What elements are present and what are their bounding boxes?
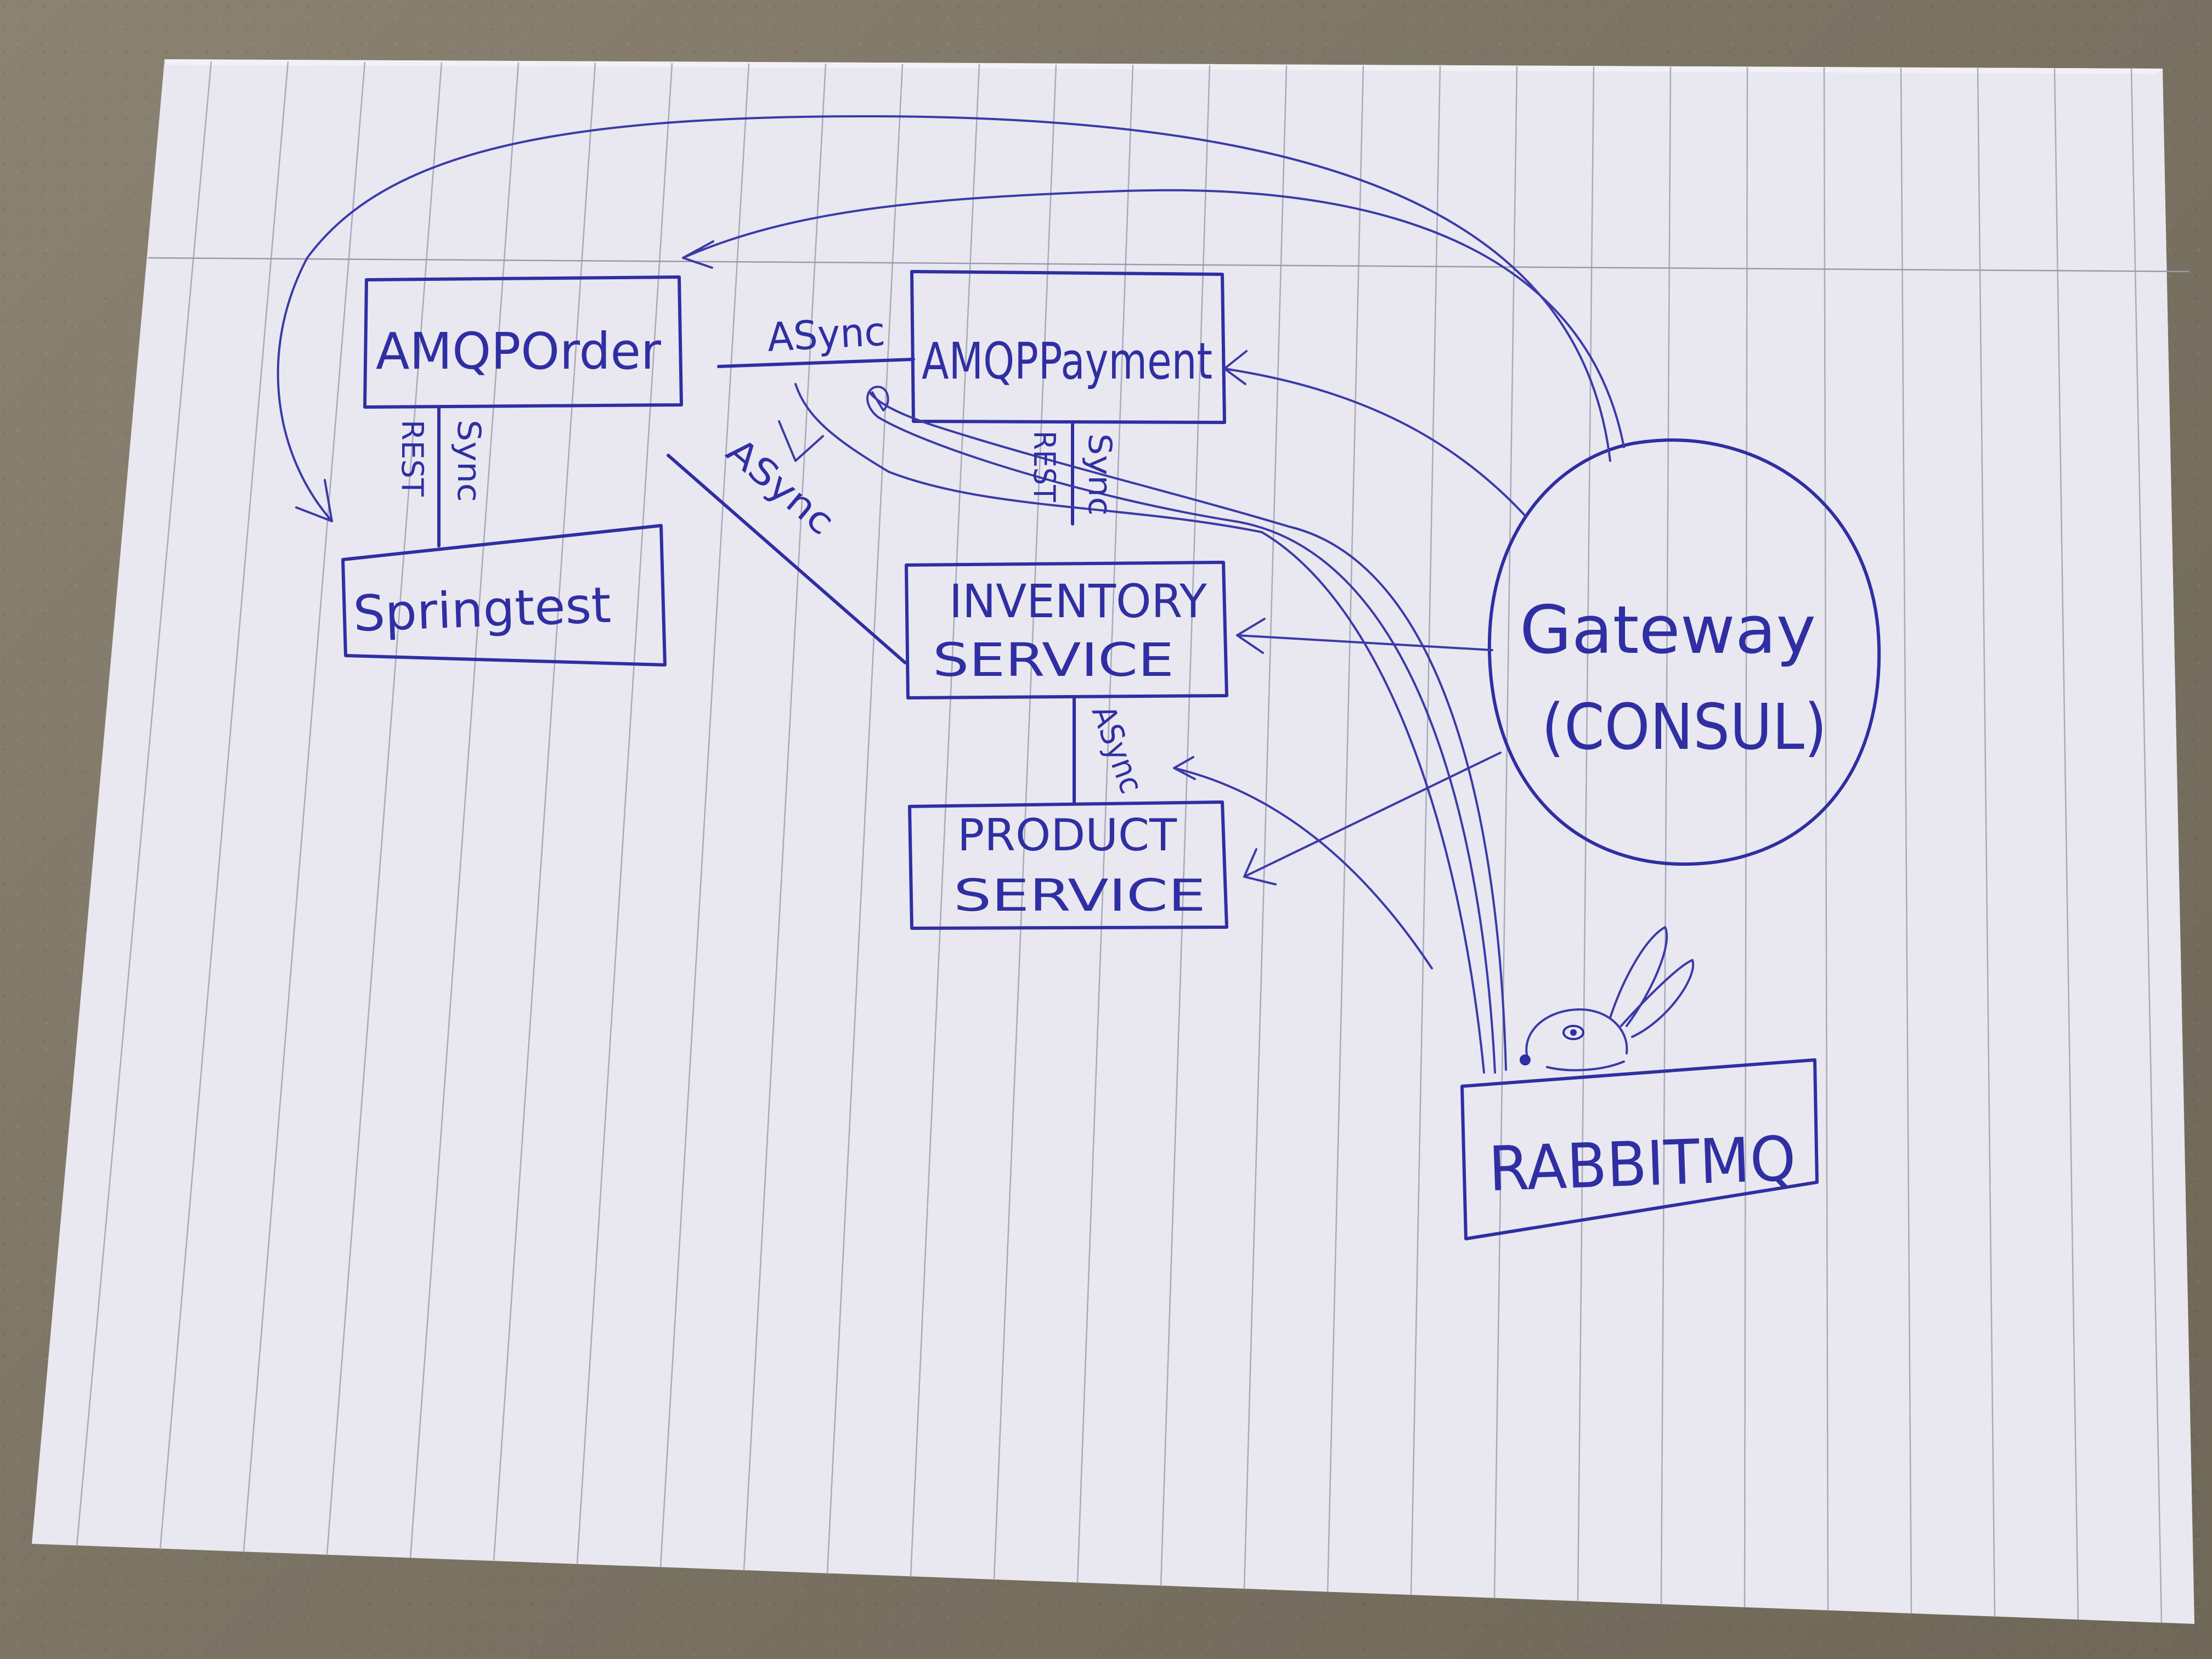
ruled-line	[1577, 66, 1595, 1601]
ruled-line	[1160, 65, 1211, 1586]
gateway-to-payment-arrow	[1223, 350, 1526, 517]
ruled-line	[242, 61, 366, 1553]
margin-line	[148, 257, 2190, 273]
ruled-line	[743, 64, 827, 1571]
ruled-line	[1076, 65, 1134, 1583]
inventory-label-line2: SERVICE	[933, 633, 1174, 687]
gateway-to-order-arrow	[682, 189, 1625, 448]
ruled-line	[2053, 68, 2079, 1620]
rabbitmq-label: RABBITMQ	[1487, 1124, 1797, 1205]
order-springtest-rest-label: REST	[395, 420, 430, 497]
rabbitmq-to-payment-curve-3	[868, 391, 1507, 1071]
ruled-lines	[76, 61, 2163, 1623]
inventory-label-line1: INVENTORY	[949, 574, 1207, 628]
order-inventory-line	[667, 454, 907, 664]
ruled-line	[76, 61, 212, 1547]
gateway-circle	[1487, 438, 1881, 866]
amqp-order-box	[363, 275, 683, 409]
amqp-order-label: AMQPOrder	[376, 322, 661, 381]
ruled-line	[993, 64, 1057, 1580]
order-payment-line	[717, 358, 915, 368]
gateway-label-line1: Gateway	[1520, 592, 1816, 669]
product-service-box	[908, 800, 1228, 930]
rabbitmq-box	[1460, 1058, 1819, 1240]
ruled-line	[1660, 66, 1672, 1605]
ruled-line	[659, 63, 750, 1568]
ruled-line	[910, 64, 980, 1577]
ruled-line	[159, 61, 289, 1549]
ruled-line	[409, 62, 520, 1559]
gateway-to-springtest-arrow	[276, 115, 1611, 522]
ruled-line	[826, 64, 904, 1574]
gateway-to-product-arrow	[1243, 752, 1502, 885]
inventory-service-box	[905, 561, 1228, 699]
paper-sheet	[32, 59, 2194, 1624]
amqp-payment-label: AMQPPayment	[922, 332, 1212, 391]
ruled-line	[1410, 66, 1441, 1595]
product-label-line1: PRODUCT	[957, 810, 1177, 861]
ruled-line	[1243, 65, 1288, 1589]
gateway-label-line2: (CONSUL)	[1542, 691, 1827, 764]
payment-rest-label: REST	[1027, 431, 1062, 503]
ruled-line	[1823, 67, 1829, 1611]
spring-test-box	[341, 524, 667, 667]
payment-sync-label: Sync	[1081, 433, 1119, 516]
ruled-line	[1743, 67, 1748, 1608]
ruled-line	[2130, 68, 2163, 1623]
ruled-line	[1493, 66, 1518, 1599]
ruled-line	[576, 63, 673, 1565]
rabbitmq-to-payment-curve-1	[778, 383, 1485, 1074]
ruled-line	[1900, 67, 1912, 1614]
product-label-line2: SERVICE	[953, 870, 1206, 921]
spring-test-label: Springtest	[352, 577, 612, 643]
order-springtest-sync-label: Sync	[450, 420, 488, 502]
rabbit-icon	[1520, 926, 1695, 1071]
order-payment-async-label: ASync	[766, 308, 886, 360]
rabbitmq-to-product-async-arrow	[1173, 756, 1433, 969]
ruled-line	[493, 63, 596, 1562]
amqp-payment-box	[910, 270, 1226, 424]
ruled-line	[326, 62, 443, 1555]
ruled-line	[1977, 67, 1996, 1617]
